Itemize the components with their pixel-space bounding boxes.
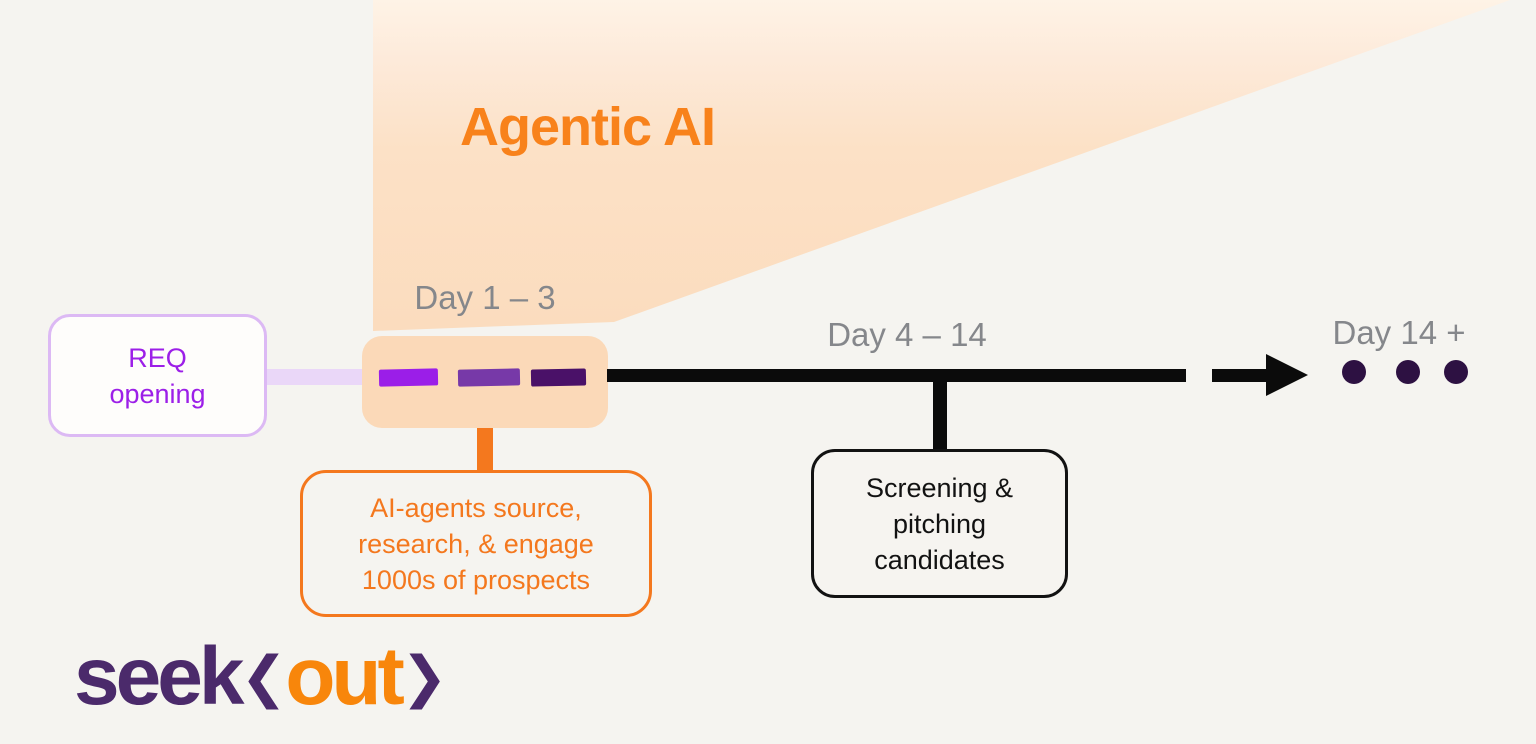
logo-chevron-right-icon: ❯	[400, 645, 448, 710]
agentic-highlight-segment	[362, 336, 608, 428]
timeline-dash-segment-3	[530, 368, 587, 387]
seekout-logo: seek❮out❯	[74, 630, 448, 724]
phase-label-day-1-3: Day 1 – 3	[414, 279, 556, 316]
continuation-dot-icon	[1342, 360, 1366, 384]
ai-agents-node: AI-agents source, research, & engage 100…	[300, 470, 652, 617]
phase-label-day-14-plus: Day 14 +	[1332, 314, 1466, 351]
timeline-dash-segment-2	[457, 368, 521, 387]
continuation-dot-icon	[1396, 360, 1420, 384]
logo-chevron-left-icon: ❮	[240, 645, 287, 710]
timeline-bar	[607, 369, 1186, 382]
timeline-arrow-dash	[1212, 369, 1268, 382]
phase-label-day-4-14: Day 4 – 14	[827, 316, 987, 353]
screening-connector	[933, 381, 947, 450]
req-to-timeline-connector	[264, 369, 364, 385]
diagram-title: Agentic AI	[460, 97, 716, 157]
right-arrowhead-icon	[1266, 354, 1308, 396]
timeline-dash-segment-1	[378, 368, 439, 387]
req-opening-node: REQ opening	[48, 314, 267, 437]
continuation-dot-icon	[1444, 360, 1468, 384]
logo-text-out: out	[285, 631, 405, 722]
logo-text-seek: seek	[74, 631, 244, 722]
screening-node: Screening & pitching candidates	[811, 449, 1068, 598]
ai-agents-connector	[477, 428, 493, 472]
